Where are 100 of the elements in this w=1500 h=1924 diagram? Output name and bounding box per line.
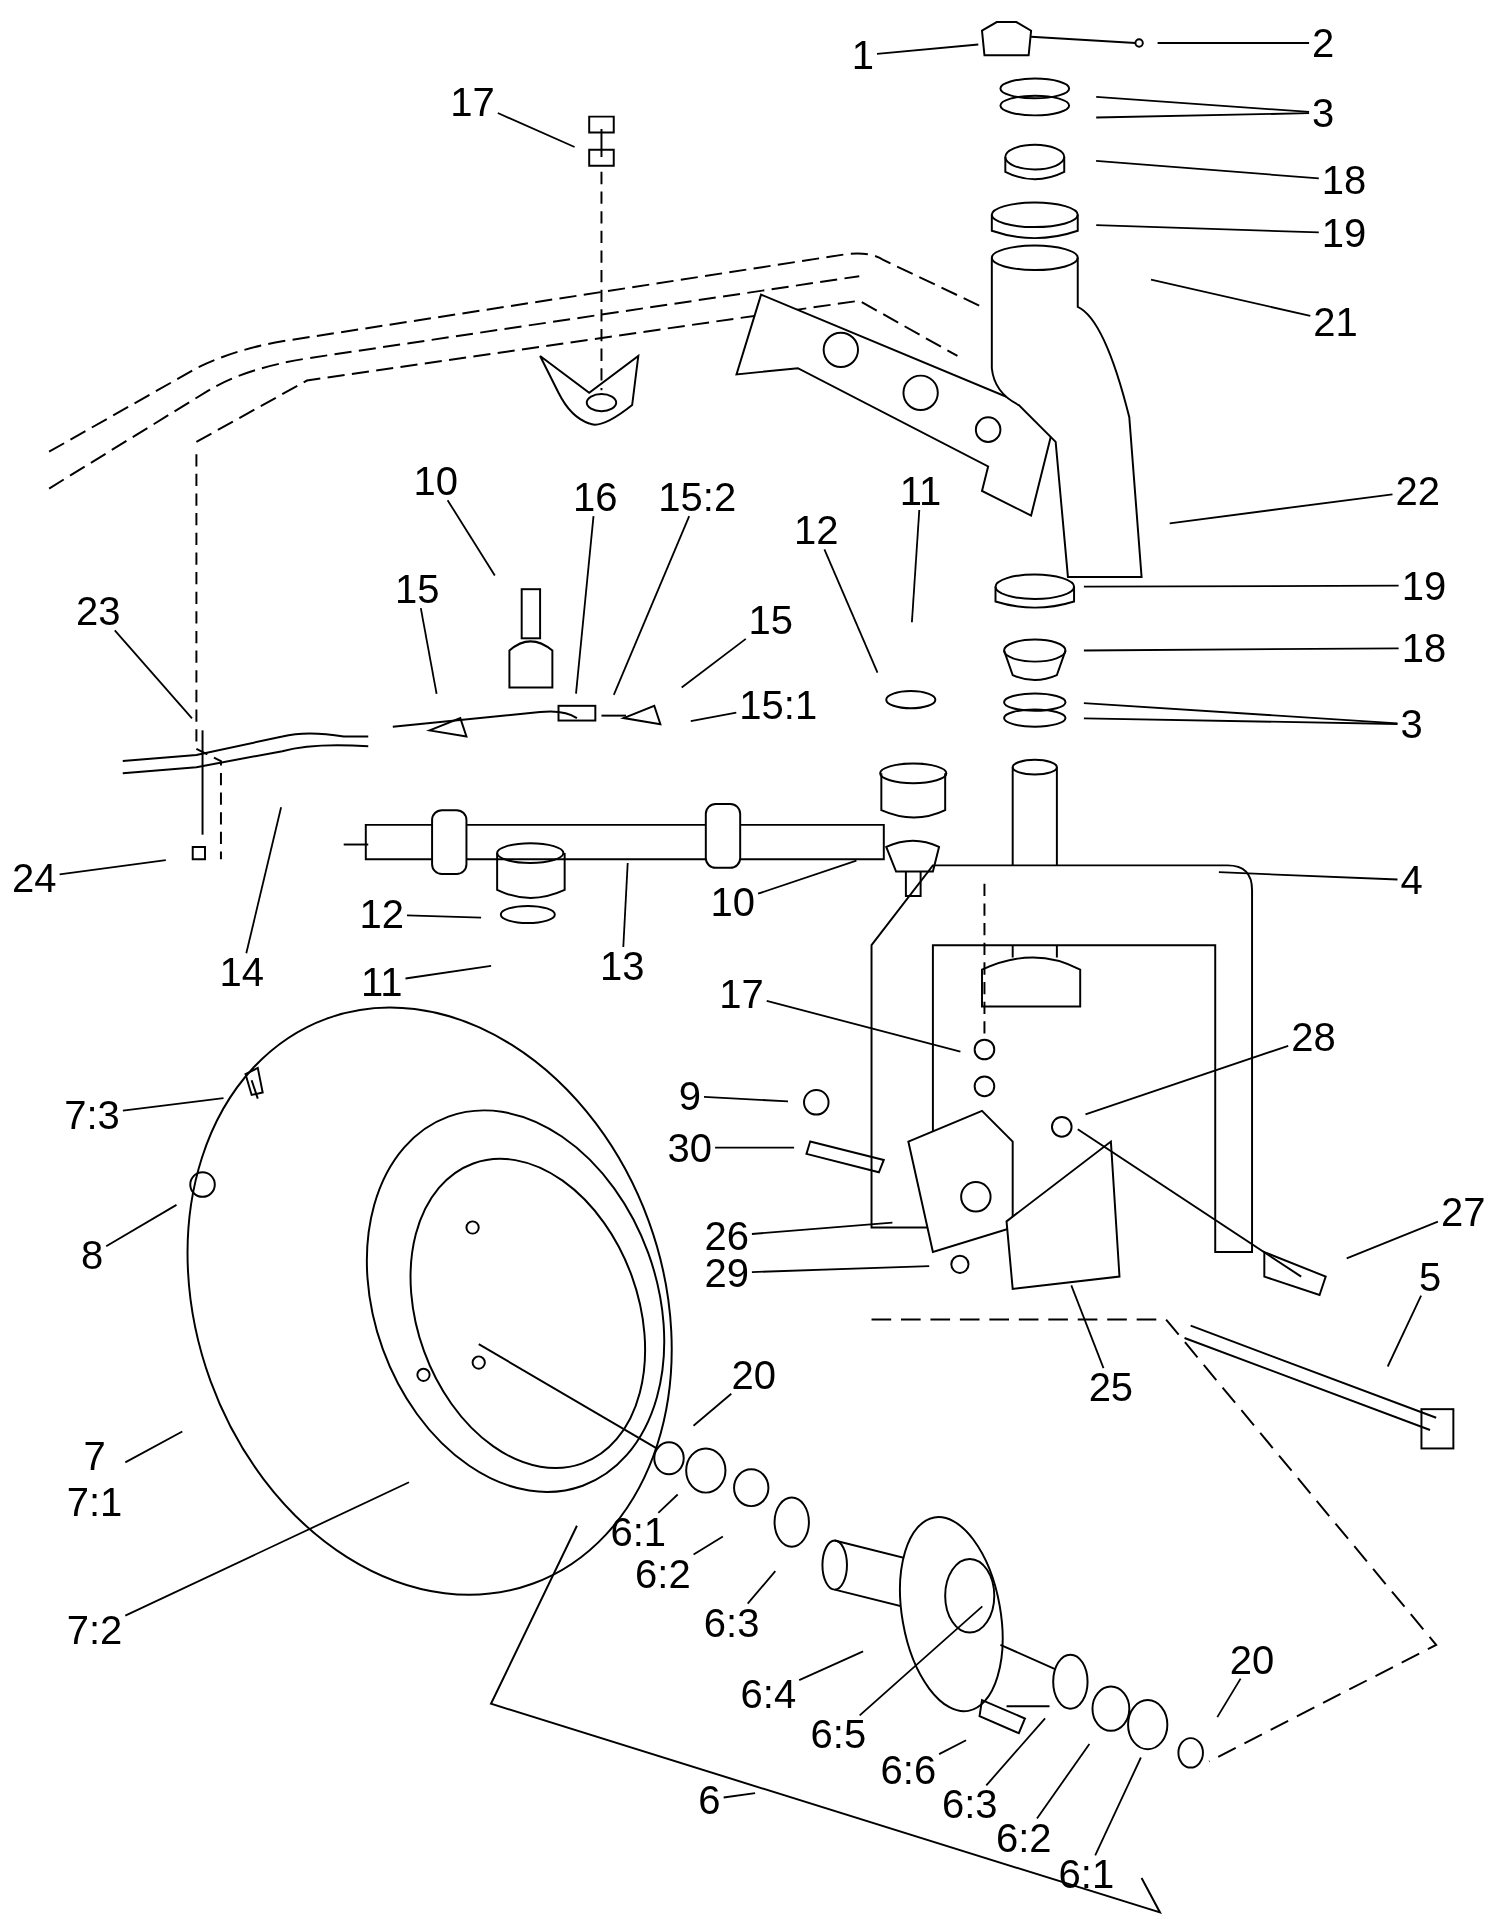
callout-number: 24 [12, 854, 57, 901]
leader-line [746, 1570, 777, 1605]
leader-line [1083, 702, 1399, 725]
callout-number: 22 [1395, 468, 1440, 514]
callout-number: 20 [731, 1351, 776, 1398]
callout-number: 6:4 [740, 1670, 797, 1717]
callout-number: 17 [719, 971, 764, 1018]
callout-number: 5 [1418, 1253, 1442, 1300]
leader-line [1386, 1294, 1422, 1368]
leader-line [1156, 42, 1310, 44]
leader-line [858, 1605, 984, 1717]
callout-number: 14 [219, 949, 265, 996]
callout-number: 6 [698, 1776, 721, 1823]
leader-line [714, 1146, 795, 1149]
leader-line [612, 515, 691, 696]
leader-line [575, 515, 595, 695]
leader-line [1070, 1284, 1105, 1369]
callout-number: 7:3 [64, 1091, 120, 1138]
callout-number: 16 [573, 474, 618, 521]
leader-line [985, 1717, 1046, 1787]
callout-number: 19 [1401, 562, 1447, 609]
callout-number: 15 [395, 566, 440, 613]
callout-number: 13 [600, 943, 645, 990]
leader-line [876, 43, 980, 55]
leader-line [1218, 871, 1399, 881]
leader-line [446, 499, 496, 577]
callout-number: 10 [413, 458, 458, 505]
leader-line [1094, 1756, 1142, 1857]
leader-line [1095, 159, 1320, 180]
leader-line [122, 1097, 225, 1112]
leader-line [911, 509, 921, 624]
leader-line [689, 711, 738, 723]
callout-number: 12 [794, 507, 839, 554]
leader-line [692, 1392, 733, 1427]
leader-line [1216, 1677, 1242, 1718]
callout-number: 28 [1291, 1014, 1336, 1061]
callout-number: 15:2 [658, 474, 737, 521]
callout-number: 6:2 [995, 1814, 1052, 1861]
callout-number: 15 [748, 596, 794, 643]
callout-number: 4 [1400, 857, 1423, 904]
callout-number: 10 [710, 879, 756, 926]
leader-line [823, 548, 879, 674]
callout-number: 1 [851, 32, 875, 79]
callout-number: 30 [667, 1124, 713, 1171]
leader-line [124, 1430, 184, 1464]
callout-number: 6:3 [703, 1599, 760, 1646]
leader-line [680, 638, 747, 689]
leader-line [58, 859, 167, 876]
leader-line [798, 1650, 864, 1681]
leader-line [245, 806, 282, 955]
leader-line [1084, 1044, 1290, 1116]
leader-line [1083, 717, 1399, 725]
callout-number: 25 [1088, 1364, 1134, 1411]
leader-line [751, 1265, 931, 1273]
callout-number: 17 [450, 78, 495, 125]
leader-line [657, 1493, 679, 1514]
callout-number: 2 [1312, 19, 1335, 66]
leader-line [419, 607, 438, 695]
callout-number: 12 [359, 891, 404, 938]
leader-line [751, 1221, 894, 1235]
leader-line [124, 1481, 410, 1617]
callout-number: 19 [1321, 210, 1367, 257]
callout-number: 27 [1440, 1188, 1486, 1235]
callout-number: 6:6 [880, 1747, 937, 1794]
callout-number: 21 [1313, 298, 1358, 345]
callout-number: 23 [75, 588, 121, 635]
leader-line [692, 1535, 724, 1556]
leader-line [722, 1792, 756, 1799]
callout-number: 9 [678, 1073, 701, 1120]
callout-number: 18 [1401, 625, 1447, 672]
leader-line [404, 965, 492, 980]
leader-line [105, 1204, 178, 1248]
leader-line [1095, 224, 1320, 234]
callout-number: 7:1 [66, 1479, 123, 1526]
leader-line [1150, 278, 1312, 317]
leader-line [1095, 112, 1310, 119]
callout-number: 15:1 [739, 681, 818, 728]
callout-number: 11 [899, 468, 942, 514]
callout-number: 20 [1229, 1636, 1275, 1683]
leader-line [496, 112, 576, 148]
leader-line [938, 1739, 967, 1755]
callout-number: 11 [361, 959, 403, 1005]
leader-line [765, 1000, 962, 1053]
leader-line [622, 862, 629, 948]
leader-line [1095, 96, 1310, 113]
callout-number: 3 [1400, 701, 1423, 748]
callout-number: 6:1 [1058, 1851, 1115, 1898]
leader-line [757, 859, 858, 895]
leader-line [703, 1096, 789, 1103]
callout-number: 6:5 [810, 1711, 867, 1758]
callout-number: 3 [1312, 89, 1335, 136]
callout-number: 7:2 [66, 1607, 123, 1654]
callout-number: 18 [1321, 157, 1367, 204]
leader-line [1345, 1220, 1439, 1260]
leader-line [406, 914, 482, 919]
callout-number: 7 [82, 1433, 107, 1480]
leader-line [113, 629, 193, 720]
callout-number: 6:3 [941, 1781, 998, 1828]
leader-line [1168, 493, 1394, 525]
callout-number: 8 [80, 1231, 104, 1278]
